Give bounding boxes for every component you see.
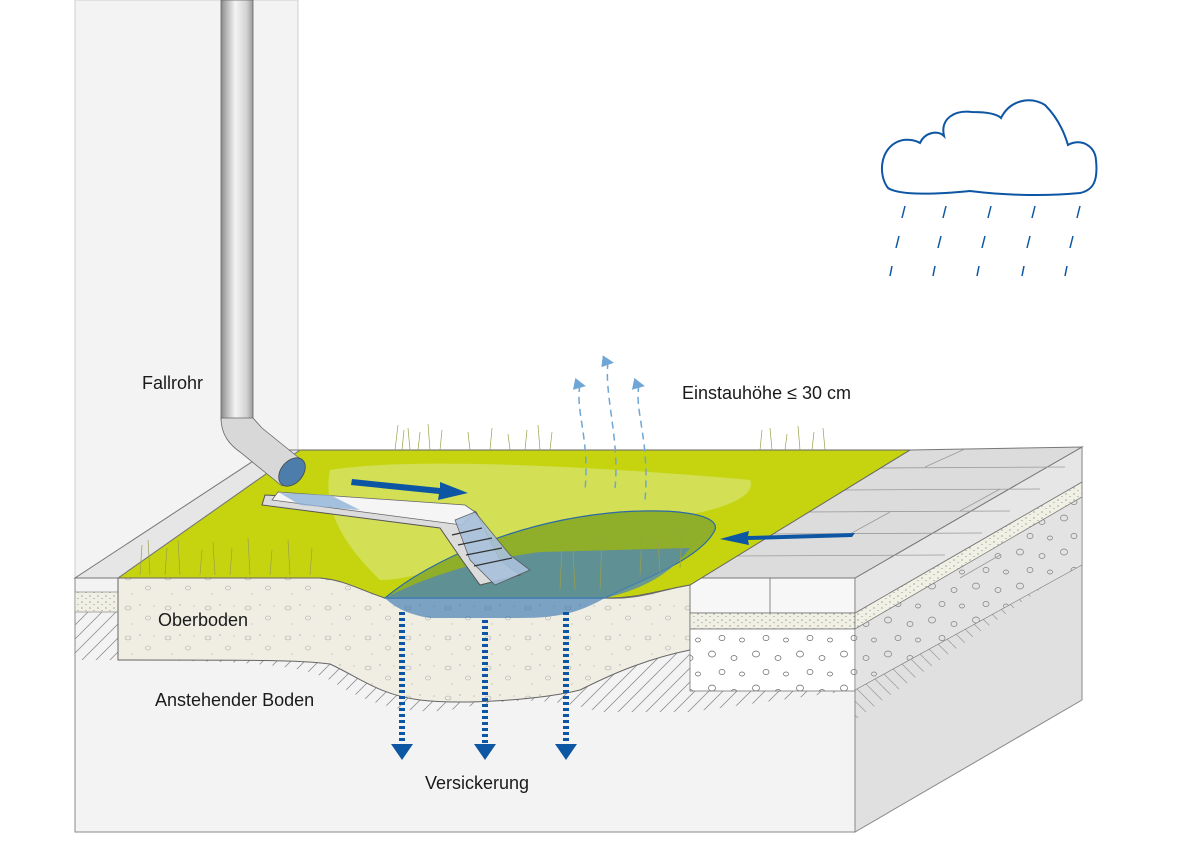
- downpipe: [220, 0, 306, 487]
- rain-cloud-icon: [880, 99, 1098, 197]
- sand-layer-left: [74, 591, 121, 613]
- water-depth: [385, 598, 605, 618]
- paving-front: [689, 577, 856, 614]
- flow-arrow-paving: [720, 531, 855, 545]
- label-versickerung: Versickerung: [425, 773, 530, 793]
- curb-left: [73, 449, 302, 579]
- water-surface: [385, 548, 690, 598]
- paving-sand-bed: [689, 612, 856, 630]
- label-fallrohr: Fallrohr: [142, 373, 204, 393]
- paving-joints: [727, 448, 1066, 579]
- label-anstehender-boden: Anstehender Boden: [155, 690, 315, 710]
- channel-ribs: [451, 527, 513, 567]
- flow-arrow-channel: [351, 479, 468, 500]
- grass-vegetation: [139, 423, 826, 591]
- rain-drops: [889, 205, 1081, 277]
- infiltration-arrows: [391, 612, 577, 760]
- label-einstauhoehe: Einstauhöhe ≤ 30 cm: [682, 383, 851, 403]
- evaporation-arrows: [572, 355, 647, 501]
- label-oberboden: Oberboden: [158, 610, 249, 630]
